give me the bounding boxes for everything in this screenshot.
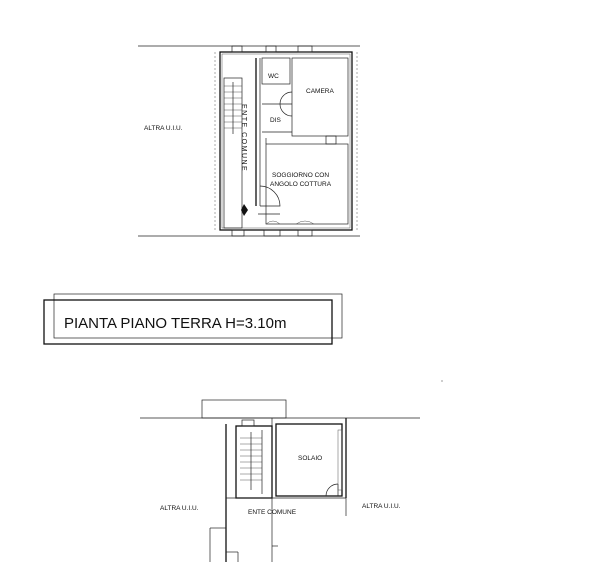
label-ente-comune-upper: ENTE COMUNE	[248, 509, 297, 516]
label-soggiorno-line2: ANGOLO COTTURA	[270, 181, 332, 188]
title-box: PIANTA PIANO TERRA H=3.10m	[43, 293, 343, 345]
label-altra-uiu-left-upper: ALTRA U.I.U.	[160, 505, 199, 512]
plan-title: PIANTA PIANO TERRA H=3.10m	[64, 315, 286, 332]
label-ente-comune-vertical: ENTE COMUNE	[240, 104, 247, 172]
entrance-arrow-icon	[241, 204, 248, 216]
upper-floor-plan	[140, 399, 420, 562]
label-altra-uiu-right-upper: ALTRA U.I.U.	[362, 503, 401, 510]
label-wc: WC	[268, 73, 279, 80]
label-camera: CAMERA	[306, 88, 334, 95]
upper-floor-labels: SOLAIO ALTRA U.I.U. ENTE COMUNE ALTRA U.…	[160, 455, 401, 516]
label-dis: DIS	[270, 117, 282, 124]
stray-dot	[441, 380, 443, 382]
ground-floor-plan	[138, 45, 360, 237]
ground-floor-labels: ALTRA U.I.U. WC CAMERA DIS SOGGIORNO CON…	[144, 73, 334, 188]
label-soggiorno-line1: SOGGIORNO CON	[272, 172, 329, 179]
upper-stair-treads	[240, 430, 263, 494]
stair-treads	[224, 82, 242, 134]
label-solaio: SOLAIO	[298, 455, 322, 462]
label-altra-uiu-left: ALTRA U.I.U.	[144, 125, 183, 132]
